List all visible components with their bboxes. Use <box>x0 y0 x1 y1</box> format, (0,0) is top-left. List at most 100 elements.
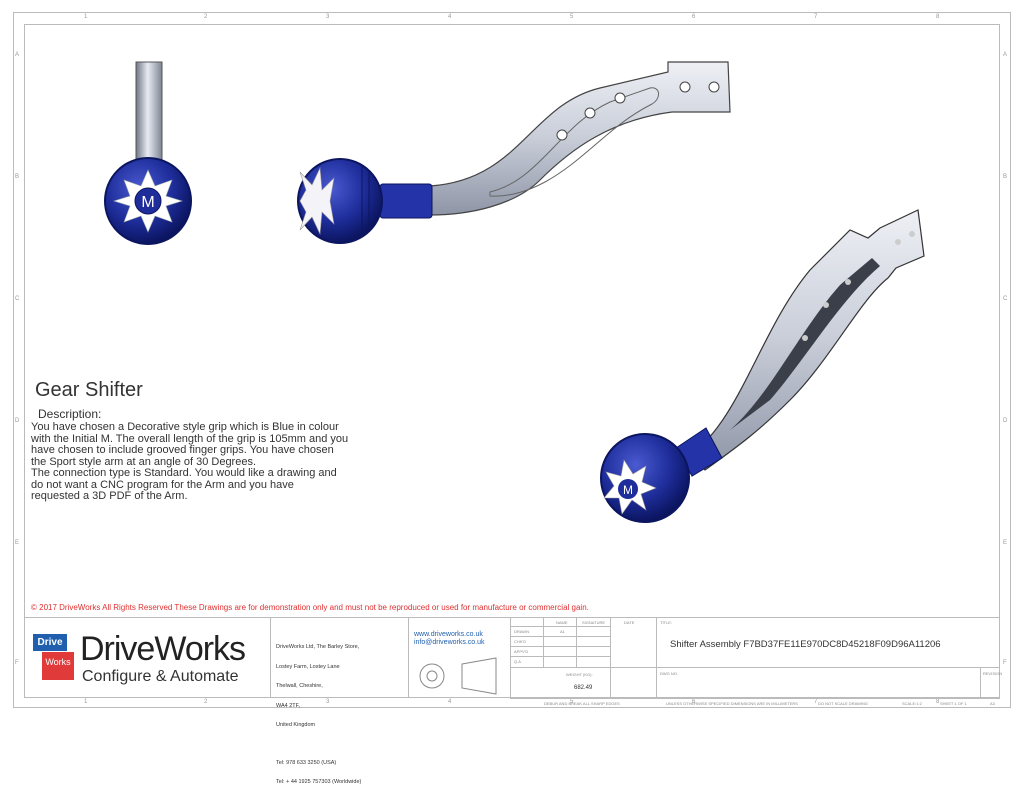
copyright-notice: © 2017 DriveWorks All Rights Reserved Th… <box>31 603 589 612</box>
drawing-frame <box>24 24 1000 698</box>
iso-view-hole <box>823 302 829 308</box>
address-line: Tel: 978 633 3250 (USA) <box>276 759 337 766</box>
table-row-approved: APPV'D <box>514 649 529 654</box>
divider <box>980 668 981 698</box>
divider <box>270 617 271 698</box>
company-address: DriveWorks Ltd, The Barley Store, Lostey… <box>276 631 361 792</box>
footer-sheet: SHEET 1 OF 1 <box>940 701 967 706</box>
iso-view-mount-hole <box>909 231 915 237</box>
zone-markers-top: 1 2 3 4 5 6 7 8 <box>24 13 1000 23</box>
isometric-view: M <box>600 209 925 523</box>
description-line: requested a 3D PDF of the Arm. <box>31 490 188 502</box>
zone-col-1: 1 <box>84 14 88 20</box>
zone-row-f: F <box>1003 660 1007 666</box>
zone-row-b: B <box>1003 174 1008 180</box>
divider <box>408 617 409 698</box>
third-angle-projection-symbol <box>419 657 497 695</box>
weight-label: WEIGHT (KG): <box>566 672 593 677</box>
zone-col-7: 7 <box>814 699 818 705</box>
description-line: do not want a CNC program for the Arm an… <box>31 478 294 491</box>
address-line: DriveWorks Ltd, The Barley Store, <box>276 644 360 650</box>
side-view-hole <box>556 129 568 141</box>
drawn-by-value: A1 <box>560 629 565 634</box>
iso-view-initial: M <box>623 483 633 497</box>
zone-row-d: D <box>15 418 20 424</box>
zone-col-5: 5 <box>570 699 574 705</box>
revision-label: REVISION <box>983 671 1003 676</box>
zone-row-e: E <box>1003 540 1008 546</box>
description-text: You have chosen a Decorative style grip … <box>31 421 391 503</box>
divider <box>510 636 610 637</box>
drawing-title: Gear Shifter <box>35 379 143 401</box>
side-view-hole <box>614 92 626 104</box>
address-line: Thelwall, Cheshire, <box>276 683 323 689</box>
description-line: have chosen to include grooved finger gr… <box>31 444 334 456</box>
zone-col-3: 3 <box>326 14 330 20</box>
shifter-drawing-views: M M <box>104 61 925 523</box>
email-link[interactable]: info@driveworks.co.uk <box>414 638 485 646</box>
title-block <box>24 617 1000 698</box>
side-view-mount-hole <box>679 81 691 93</box>
iso-view-initial-disc <box>618 479 638 499</box>
zone-col-6: 6 <box>692 14 696 20</box>
description-line: The connection type is Standard. You wou… <box>31 467 337 479</box>
footer-no-scale: DO NOT SCALE DRAWING <box>818 701 869 706</box>
logo-works-box: Works <box>42 652 74 680</box>
sheet-border <box>13 12 1011 708</box>
zone-col-1: 1 <box>84 699 88 705</box>
footer-size: A3 <box>990 701 995 706</box>
side-view <box>297 61 731 244</box>
side-view-collar <box>379 183 433 219</box>
address-line: WA4 2TF, <box>276 702 300 709</box>
table-header-signature: SIGNATURE <box>582 620 606 625</box>
description-line: the Sport style arm at an angle of 30 De… <box>31 455 257 468</box>
footer-scale: SCALE:1:2 <box>902 701 922 706</box>
side-view-hole <box>584 107 596 119</box>
iso-view-hole <box>845 279 851 285</box>
zone-col-4: 4 <box>448 14 452 20</box>
zone-col-4: 4 <box>448 699 452 705</box>
top-view-initial-disc <box>134 187 162 215</box>
zone-markers-left: A B C D E F <box>13 24 23 684</box>
zone-col-8: 8 <box>936 14 940 20</box>
zone-row-d: D <box>1003 418 1008 424</box>
address-line: Lostey Farm, Lostey Lane <box>276 663 340 670</box>
iso-view-hole <box>802 335 808 341</box>
divider <box>510 626 610 627</box>
top-view: M <box>104 61 192 245</box>
divider <box>510 646 610 647</box>
assembly-title: Shifter Assembly F7BD37FE11E970DC8D45218… <box>670 639 941 650</box>
website-link[interactable]: www.driveworks.co.uk <box>414 631 483 638</box>
zone-col-2: 2 <box>204 699 208 705</box>
table-row-qa: Q.A <box>514 659 521 664</box>
zone-col-8: 8 <box>936 699 940 705</box>
zone-col-2: 2 <box>204 14 208 20</box>
table-row-drawn: DRAWN <box>514 629 529 634</box>
zone-col-5: 5 <box>570 14 574 20</box>
divider <box>543 617 544 667</box>
zone-markers-bottom: 1 2 3 4 5 6 7 8 <box>24 698 1000 708</box>
side-view-mount-hole <box>708 81 720 93</box>
zone-markers-right: A B C D E F <box>1001 24 1011 684</box>
zone-row-e: E <box>15 540 20 546</box>
divider <box>510 667 1000 668</box>
zone-row-f: F <box>15 660 19 666</box>
divider <box>610 617 611 698</box>
table-header-name: NAME <box>556 620 568 625</box>
top-view-initial: M <box>141 194 154 211</box>
footer-debur: DEBUR AND BREAK ALL SHARP EDGES <box>544 701 620 706</box>
side-view-star <box>299 166 335 236</box>
brand-name: DriveWorks <box>80 630 246 668</box>
divider <box>656 617 657 698</box>
footer-units: UNLESS OTHERWISE SPECIFIED DIMENSIONS AR… <box>666 701 798 706</box>
weight-value: 682.49 <box>574 685 593 691</box>
side-view-arm <box>429 61 731 216</box>
zone-row-a: A <box>1003 52 1008 58</box>
zone-col-3: 3 <box>326 699 330 705</box>
zone-row-c: C <box>1003 296 1008 302</box>
title-label: TITLE: <box>660 620 673 625</box>
logo-drive-box: Drive <box>33 634 67 651</box>
zone-col-7: 7 <box>814 14 818 20</box>
description-line: with the Initial M. The overall length o… <box>31 432 349 445</box>
description-label: Description: <box>38 407 102 421</box>
